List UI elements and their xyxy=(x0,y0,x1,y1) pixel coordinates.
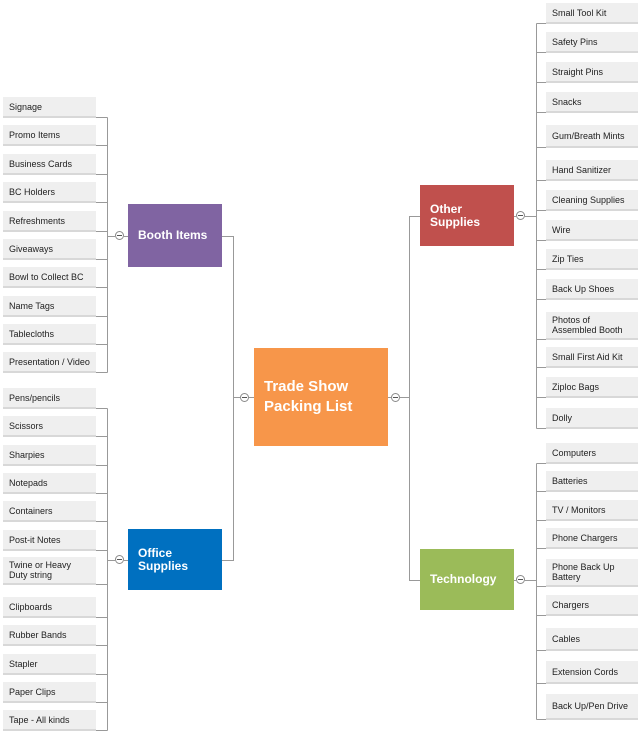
technology-collapse-icon[interactable] xyxy=(516,575,525,584)
other-list-item[interactable]: Gum/Breath Mints xyxy=(546,125,638,148)
tech-list-item[interactable]: Back Up/Pen Drive xyxy=(546,694,638,720)
booth-list-item[interactable]: Presentation / Video xyxy=(3,352,96,373)
booth-list-item[interactable]: Business Cards xyxy=(3,154,96,175)
other-list-item[interactable]: Cleaning Supplies xyxy=(546,190,638,211)
office-list-item[interactable]: Containers xyxy=(3,501,96,522)
other-list-item[interactable]: Hand Sanitizer xyxy=(546,160,638,181)
central-right-collapse-icon[interactable] xyxy=(391,393,400,402)
branch-office-supplies[interactable]: Office Supplies xyxy=(128,529,222,590)
branch-technology-label: Technology xyxy=(430,572,497,586)
tech-list-item[interactable]: Cables xyxy=(546,628,638,651)
office-list-item[interactable]: Sharpies xyxy=(3,445,96,466)
tech-list-item[interactable]: Extension Cords xyxy=(546,661,638,684)
branch-office-supplies-label: Office Supplies xyxy=(138,545,189,573)
tech-list-item[interactable]: Chargers xyxy=(546,595,638,616)
booth-list-item[interactable]: Tablecloths xyxy=(3,324,96,345)
office-collapse-icon[interactable] xyxy=(115,555,124,564)
other-collapse-icon[interactable] xyxy=(516,211,525,220)
right-branch-connector xyxy=(409,216,420,581)
booth-list-item[interactable]: Signage xyxy=(3,97,96,118)
office-list-item[interactable]: Tape - All kinds xyxy=(3,710,96,731)
tech-list-item[interactable]: Phone Back Up Battery xyxy=(546,559,638,587)
central-left-collapse-icon[interactable] xyxy=(240,393,249,402)
left-branch-connector xyxy=(222,236,234,561)
other-list-item[interactable]: Small Tool Kit xyxy=(546,3,638,24)
branch-booth-items-label: Booth Items xyxy=(138,228,208,242)
booth-list-item[interactable]: Bowl to Collect BC xyxy=(3,267,96,288)
tech-list-item[interactable]: Computers xyxy=(546,443,638,464)
branch-booth-items[interactable]: Booth Items xyxy=(128,204,222,267)
branch-technology[interactable]: Technology xyxy=(420,549,514,610)
central-topic-label: Trade Show Packing List xyxy=(264,378,353,415)
other-list-item[interactable]: Wire xyxy=(546,220,638,241)
office-list-item[interactable]: Scissors xyxy=(3,416,96,437)
booth-list-item[interactable]: Promo Items xyxy=(3,125,96,146)
tech-list-item[interactable]: TV / Monitors xyxy=(546,500,638,521)
office-list-item[interactable]: Notepads xyxy=(3,473,96,494)
office-list-item[interactable]: Pens/pencils xyxy=(3,388,96,409)
other-list-item[interactable]: Back Up Shoes xyxy=(546,279,638,300)
booth-list-item[interactable]: Refreshments xyxy=(3,211,96,232)
other-list-item[interactable]: Dolly xyxy=(546,408,638,429)
booth-list-item[interactable]: BC Holders xyxy=(3,182,96,203)
branch-other-supplies[interactable]: Other Supplies xyxy=(420,185,514,246)
other-list-item[interactable]: Safety Pins xyxy=(546,32,638,53)
other-list-item[interactable]: Small First Aid Kit xyxy=(546,347,638,368)
office-list-item[interactable]: Stapler xyxy=(3,654,96,675)
branch-other-supplies-label: Other Supplies xyxy=(430,201,481,229)
tech-list-item[interactable]: Batteries xyxy=(546,471,638,492)
other-list-item[interactable]: Zip Ties xyxy=(546,249,638,270)
office-list-item[interactable]: Rubber Bands xyxy=(3,625,96,646)
booth-collapse-icon[interactable] xyxy=(115,231,124,240)
office-list-item[interactable]: Paper Clips xyxy=(3,682,96,703)
other-list-item[interactable]: Ziploc Bags xyxy=(546,377,638,398)
central-topic[interactable]: Trade Show Packing List xyxy=(254,348,388,446)
office-list-item[interactable]: Post-it Notes xyxy=(3,530,96,551)
tech-list-item[interactable]: Phone Chargers xyxy=(546,528,638,549)
other-list-item[interactable]: Straight Pins xyxy=(546,62,638,83)
booth-list-item[interactable]: Name Tags xyxy=(3,296,96,317)
other-list-item[interactable]: Snacks xyxy=(546,92,638,113)
office-list-item[interactable]: Twine or Heavy Duty string xyxy=(3,557,96,585)
other-list-item[interactable]: Photos of Assembled Booth xyxy=(546,312,638,340)
booth-list-item[interactable]: Giveaways xyxy=(3,239,96,260)
office-list-item[interactable]: Clipboards xyxy=(3,597,96,618)
